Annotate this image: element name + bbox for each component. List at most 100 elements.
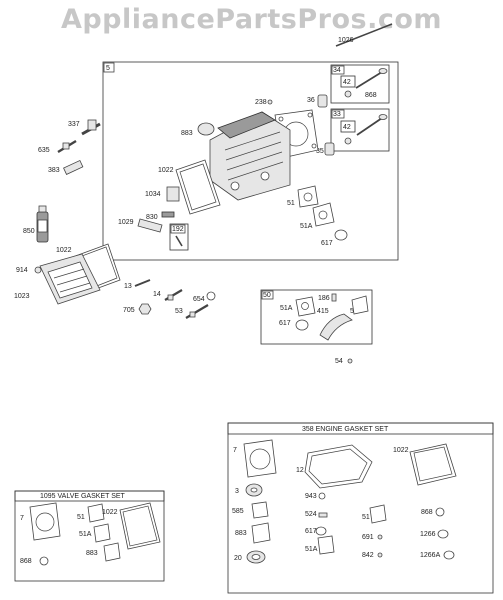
sealant-850-part[interactable] xyxy=(36,205,49,243)
stud-13-part[interactable] xyxy=(134,279,151,287)
label-51: 51 xyxy=(287,200,295,207)
main-assembly-box xyxy=(102,61,399,261)
part-705[interactable] xyxy=(138,303,152,315)
e-breather-gasket[interactable] xyxy=(251,522,271,544)
main-box-number: 5 xyxy=(106,65,110,72)
push-rod-part[interactable] xyxy=(335,23,393,47)
label-v51a: 51A xyxy=(79,531,92,538)
part-1029[interactable] xyxy=(137,218,163,233)
spring-35-part[interactable] xyxy=(324,142,335,156)
box-34-number: 34 xyxy=(333,67,341,74)
cover-gasket-part[interactable] xyxy=(175,159,221,215)
label-1022-b: 1022 xyxy=(56,247,72,254)
label-e943: 943 xyxy=(305,493,317,500)
e-head-gasket[interactable] xyxy=(243,439,277,478)
label-e3: 3 xyxy=(235,488,239,495)
part-54[interactable] xyxy=(347,358,353,364)
label-v868: 868 xyxy=(20,558,32,565)
part-914[interactable] xyxy=(34,266,42,274)
part-1266[interactable] xyxy=(437,529,449,539)
part-e868[interactable] xyxy=(435,507,445,517)
label-e7: 7 xyxy=(233,447,237,454)
box-33-number: 33 xyxy=(333,111,341,118)
spark-plug-part[interactable] xyxy=(81,119,101,136)
valve-keeper-icon-b xyxy=(344,137,352,145)
e-cover-gasket[interactable] xyxy=(409,443,457,486)
label-e51a: 51A xyxy=(305,546,318,553)
stud-14-part[interactable] xyxy=(164,289,183,301)
e-gasket-51a[interactable] xyxy=(317,535,335,555)
intake-pipe-part[interactable] xyxy=(319,313,353,341)
label-883: 883 xyxy=(181,130,193,137)
label-1029: 1029 xyxy=(118,219,134,226)
label-1023: 1023 xyxy=(14,293,30,300)
label-337: 337 xyxy=(68,121,80,128)
part-383[interactable] xyxy=(63,159,84,175)
label-617: 617 xyxy=(321,240,333,247)
box-42b-number: 42 xyxy=(343,124,351,131)
box50-oring-617[interactable] xyxy=(295,319,309,331)
label-51a: 51A xyxy=(300,223,313,230)
part-654[interactable] xyxy=(206,291,216,301)
part-943[interactable] xyxy=(318,492,326,500)
label-v883: 883 xyxy=(86,550,98,557)
label-e883: 883 xyxy=(235,530,247,537)
cylinder-head-part[interactable] xyxy=(209,111,291,201)
part-238[interactable] xyxy=(267,99,273,105)
v-head-gasket[interactable] xyxy=(29,502,61,541)
label-14: 14 xyxy=(153,291,161,298)
valve-spring-part[interactable] xyxy=(317,94,328,108)
part-830[interactable] xyxy=(161,211,175,218)
label-914: 914 xyxy=(16,267,28,274)
label-e1266: 1266 xyxy=(420,531,436,538)
valve-keeper-icon xyxy=(344,90,352,98)
part-585[interactable] xyxy=(251,501,269,519)
oring-617-part[interactable] xyxy=(334,229,348,241)
part-v868[interactable] xyxy=(39,556,49,566)
label-e1266a: 1266A xyxy=(420,552,441,559)
gasket-51-part[interactable] xyxy=(297,185,319,208)
label-54: 54 xyxy=(335,358,343,365)
label-1022-a: 1022 xyxy=(158,167,174,174)
label-53: 53 xyxy=(175,308,183,315)
label-box50-51a: 51A xyxy=(280,305,293,312)
crankcase-gasket-part[interactable] xyxy=(304,444,373,489)
part-842[interactable] xyxy=(377,552,383,558)
breather-1034-part[interactable] xyxy=(166,186,180,202)
label-850: 850 xyxy=(23,228,35,235)
label-e868: 868 xyxy=(421,509,433,516)
box50-gasket-51a[interactable] xyxy=(295,296,316,317)
label-e617: 617 xyxy=(305,528,317,535)
intake-valve-part[interactable] xyxy=(356,117,383,136)
e-gasket-51[interactable] xyxy=(369,504,387,524)
valve-cover-part[interactable] xyxy=(39,253,101,305)
e-oring-617[interactable] xyxy=(315,526,327,536)
part-691[interactable] xyxy=(377,534,383,540)
box-192-number: 192 xyxy=(172,226,184,233)
label-635: 635 xyxy=(38,147,50,154)
label-1026: 1026 xyxy=(338,37,354,44)
v-breather-gasket[interactable] xyxy=(103,542,121,562)
part-635[interactable] xyxy=(57,139,77,154)
breather-883-part[interactable] xyxy=(197,122,215,136)
label-1034: 1034 xyxy=(145,191,161,198)
label-v7: 7 xyxy=(20,515,24,522)
part-186[interactable] xyxy=(331,293,337,302)
label-e51: 51 xyxy=(362,514,370,521)
label-e524: 524 xyxy=(305,511,317,518)
box-42-b xyxy=(340,120,356,133)
label-36: 36 xyxy=(307,97,315,104)
label-705: 705 xyxy=(123,307,135,314)
v-gasket-51a[interactable] xyxy=(93,523,111,543)
label-e691: 691 xyxy=(362,534,374,541)
exhaust-valve-part[interactable] xyxy=(355,71,383,89)
label-e1022: 1022 xyxy=(393,447,409,454)
part-524[interactable] xyxy=(318,512,328,518)
stud-53-part[interactable] xyxy=(185,304,209,319)
part-1266a[interactable] xyxy=(443,550,455,560)
v-gasket-51[interactable] xyxy=(87,503,105,523)
gasket-51a-part[interactable] xyxy=(312,202,335,227)
label-e12: 12 xyxy=(296,467,304,474)
box50-gasket-51[interactable] xyxy=(351,295,369,315)
